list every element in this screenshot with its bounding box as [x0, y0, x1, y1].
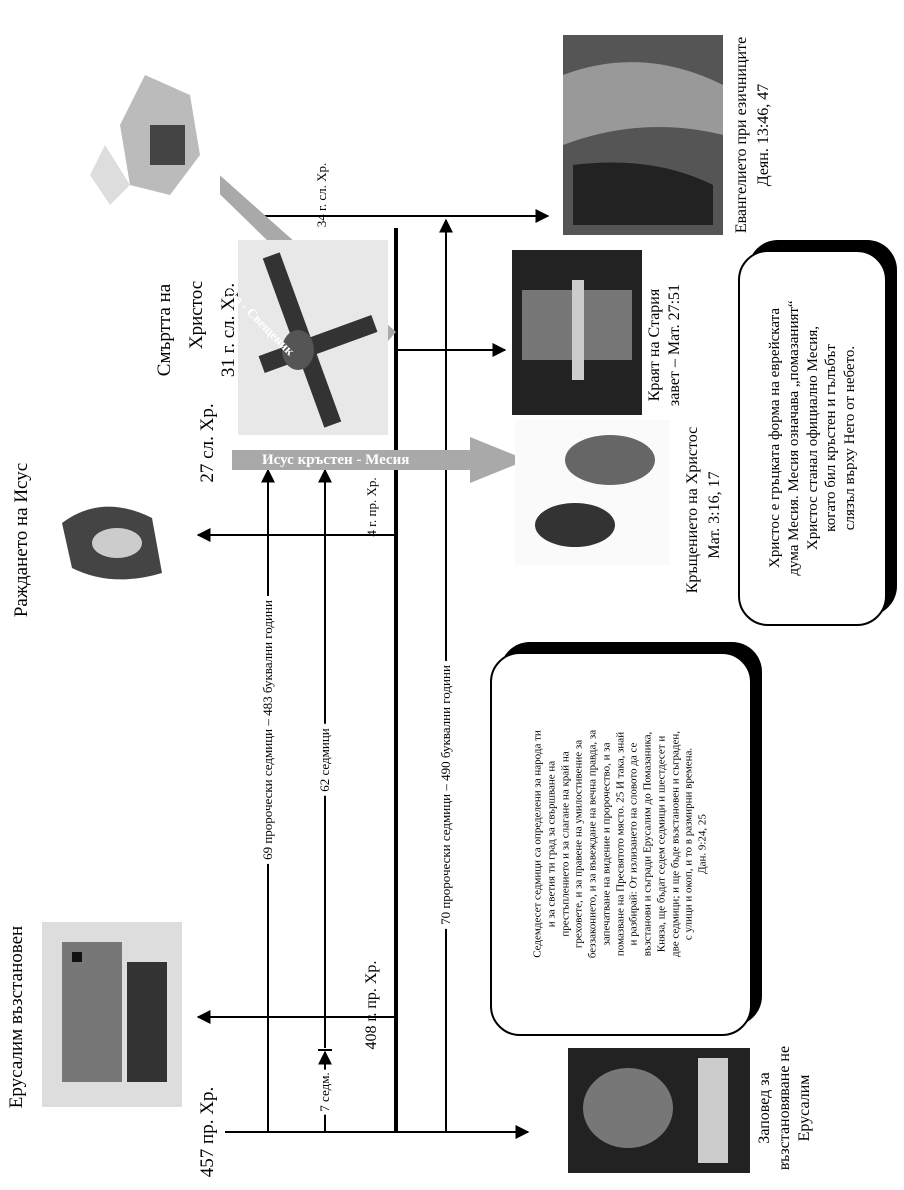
year-27ad-label: 27 сл. Хр. [197, 403, 218, 483]
death-label-2: Христос [186, 280, 207, 350]
daniel-quote-bubble: Седемдесет седмици са определени за наро… [490, 652, 752, 1036]
crucifixion-image [238, 240, 388, 435]
note-line: Христос е гръцката форма на еврейската [766, 308, 783, 569]
weeks-62-label: 62 седмици [317, 724, 333, 796]
end-old-caption-2: завет – Мат. 27:51 [666, 283, 683, 407]
jerusalem-restored-label: Ерусалим възстановен [6, 925, 27, 1109]
temple-veil-image [512, 250, 642, 415]
quote-line: възстанови и съгради Ерусалим до Помазан… [641, 731, 654, 957]
note-line: когато бил кръстен и гълъбът [822, 344, 839, 532]
quote-line: Седемдесет седмици са определени за наро… [531, 730, 544, 958]
quote-line: греховете, и за правене на умилостивение… [572, 739, 585, 949]
baptism-image [515, 420, 670, 565]
year-34ad-label: 34 г. сл. Хр. [314, 162, 329, 228]
quote-line: две седмици; и ще бъде възстановен и съг… [669, 730, 682, 958]
quote-line: Дан. 9:24, 25 [696, 814, 709, 874]
decree-year-label: 457 пр. Хр. [197, 1086, 218, 1178]
death-label-1: Смъртта на [154, 283, 175, 377]
weeks-69-label: 69 пророчески седмици – 483 буквални год… [260, 596, 276, 864]
messiah-note-bubble: Христос е гръцката форма на еврейската д… [738, 250, 887, 626]
gospel-caption-2: Деян. 13:46, 47 [755, 83, 772, 187]
note-line: дума Месия. Месия означава „помазаният“ [785, 300, 802, 576]
quote-line: запечатване на видение и пророчество, и … [600, 742, 613, 946]
baptized-arrow-label: Исус кръстен - Месия [262, 452, 410, 468]
quote-line: и разбирай: От излизането на словото да … [627, 742, 640, 946]
baptism-caption-1: Кръщението на Христос [684, 426, 701, 594]
messiah-note-text: Христос е гръцката форма на еврейската д… [766, 268, 860, 608]
gospel-caption-1: Евангелието при езичниците [733, 36, 750, 234]
quote-line: престъплението и за слагане на край на [559, 751, 572, 937]
decree-image [568, 1048, 750, 1173]
decree-caption-1: Заповед за [756, 1072, 773, 1144]
year-408bc-label: 408 г. пр. Хр. [363, 960, 380, 1050]
quote-line: Княза, ще бъдат седем седмици и шестдесе… [655, 735, 668, 953]
baptism-caption-2: Мат. 3:16, 17 [706, 471, 723, 559]
decree-caption-2: възстановяване не [776, 1045, 793, 1171]
weeks-70-label: 70 пророчески седмици – 490 буквални год… [438, 661, 454, 929]
priest-image [50, 55, 220, 215]
baptized-arrow [232, 437, 527, 483]
note-line: Христос станал официално Месия, [804, 325, 821, 551]
year-4bc-label: 4 г. пр. Хр. [364, 477, 379, 537]
weeks-7-label: 7 седм. [317, 1069, 333, 1115]
quote-line: беззаконието, и за въвеждане на вечна пр… [586, 729, 599, 959]
quote-line: с улици и окоп, и то в размирни времена. [682, 747, 695, 941]
quote-line: и за светия ти град за свършване на [545, 760, 558, 928]
end-old-caption-1: Краят на Стария [646, 288, 663, 402]
jerusalem-image [42, 922, 182, 1107]
gospel-image [563, 35, 723, 235]
daniel-quote-text: Седемдесет седмици са определени за наро… [532, 672, 711, 1017]
birth-of-jesus-label: Раждането на Исус [11, 462, 32, 618]
decree-caption-3: Ерусалим [796, 1074, 813, 1142]
note-line: слязъл върху Него от небето. [841, 345, 858, 531]
quote-line: помазване на Пресвятото място. 25 И така… [614, 731, 627, 957]
birth-image [42, 493, 177, 588]
